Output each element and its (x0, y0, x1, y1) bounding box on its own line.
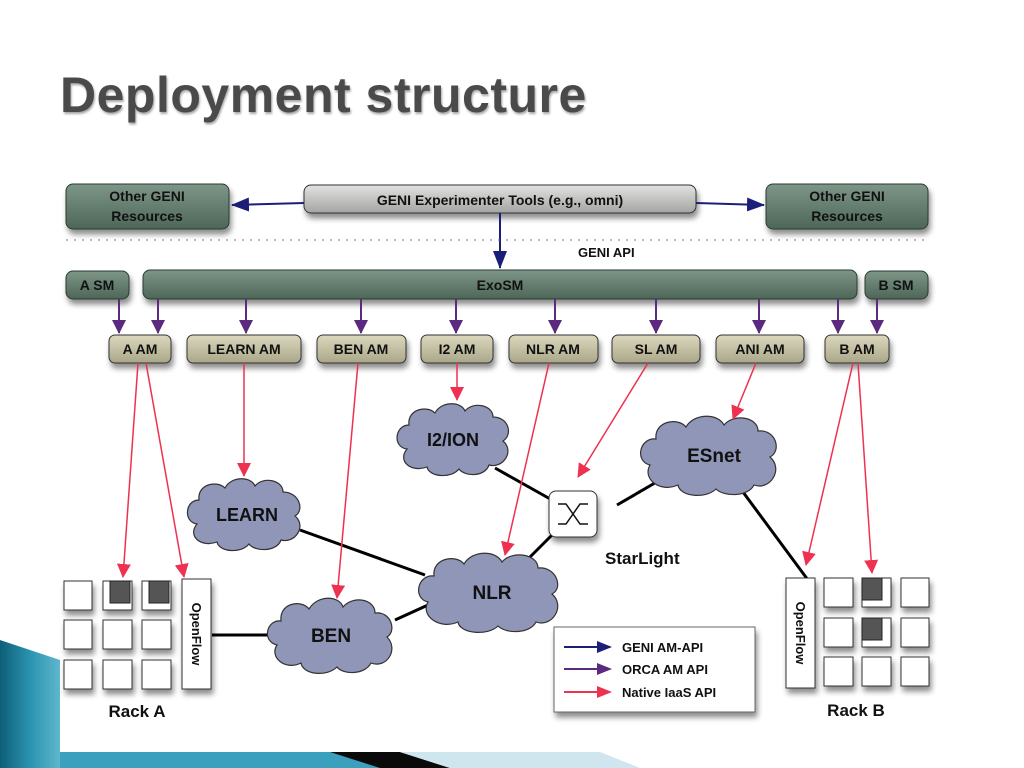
rack-node-occupied (109, 580, 131, 604)
cloud-label: I2/ION (427, 430, 479, 450)
openflow-switch-b[interactable] (785, 577, 816, 689)
orca-arrows (112, 299, 884, 334)
rack-node[interactable] (900, 656, 930, 687)
arrow-icon (597, 641, 612, 653)
am-label: SL AM (635, 341, 678, 357)
cloud-esnet[interactable]: ESnet (640, 415, 777, 496)
rack-node[interactable] (102, 659, 133, 690)
rack-a-label: Rack A (108, 702, 165, 721)
rack-node[interactable] (63, 580, 93, 611)
am-a[interactable]: A AM (108, 334, 172, 364)
am-learn[interactable]: LEARN AM (186, 334, 302, 364)
cloud-ben[interactable]: BEN (266, 597, 393, 674)
legend-label: Native IaaS API (622, 685, 716, 700)
slide-decoration (0, 640, 640, 768)
legend-label: ORCA AM API (622, 662, 708, 677)
cloud-learn[interactable]: LEARN (186, 478, 301, 552)
other-resources-right-line1: Other GENI (809, 188, 884, 204)
am-label: A AM (123, 341, 158, 357)
starlight-switch[interactable] (548, 490, 598, 538)
other-resources-right-line2: Resources (811, 208, 883, 224)
openflow-label-b: OpenFlow (793, 602, 808, 666)
arrow-tools-to-left-resources (231, 197, 305, 212)
rack-b: OpenFlow Rack B (785, 577, 930, 720)
am-b[interactable]: B AM (824, 334, 890, 364)
rack-node[interactable] (63, 619, 93, 650)
legend-item-geni-am-api: GENI AM-API (564, 640, 703, 655)
legend-item-orca-am-api: ORCA AM API (564, 662, 708, 677)
am-nlr[interactable]: NLR AM (508, 334, 599, 364)
tools-label: GENI Experimenter Tools (e.g., omni) (377, 192, 623, 208)
legend-item-native-iaas-api: Native IaaS API (564, 685, 716, 700)
rack-node[interactable] (900, 617, 930, 648)
legend-label: GENI AM-API (622, 640, 703, 655)
rack-node[interactable] (141, 659, 172, 690)
rack-b-nodes (785, 577, 930, 689)
rack-a-nodes (63, 578, 212, 690)
rack-node-occupied (861, 617, 883, 641)
am-label: I2 AM (439, 341, 476, 357)
am-label: B AM (839, 341, 874, 357)
cloud-label: BEN (311, 626, 351, 647)
am-i2[interactable]: I2 AM (420, 334, 494, 364)
cloud-label: ESnet (687, 446, 742, 467)
arrow-icon (597, 686, 612, 698)
am-sl[interactable]: SL AM (611, 334, 701, 364)
rack-node[interactable] (823, 656, 854, 687)
network-links (212, 466, 810, 637)
am-label: ANI AM (735, 341, 784, 357)
iaas-arrows (116, 362, 879, 599)
slide-title: Deployment structure (60, 67, 587, 123)
a-sm-label: A SM (80, 277, 114, 293)
other-geni-resources-right[interactable]: Other GENI Resources (765, 183, 929, 230)
am-label: BEN AM (334, 341, 389, 357)
rack-node[interactable] (141, 619, 172, 650)
rack-node[interactable] (102, 619, 133, 650)
legend: GENI AM-API ORCA AM API Native IaaS API (553, 626, 756, 713)
cloud-label: NLR (472, 583, 511, 604)
a-sm[interactable]: A SM (65, 270, 130, 300)
rack-b-label: Rack B (827, 701, 885, 720)
exo-sm[interactable]: ExoSM (142, 269, 858, 300)
cloud-label: LEARN (216, 505, 278, 525)
starlight-label: StarLight (605, 549, 680, 568)
arrow-tools-to-right-resources (695, 197, 765, 212)
am-label: NLR AM (526, 341, 580, 357)
other-resources-left-line2: Resources (111, 208, 183, 224)
exo-sm-label: ExoSM (477, 277, 524, 293)
b-sm-label: B SM (879, 277, 914, 293)
switch-icon (558, 503, 588, 525)
am-label: LEARN AM (207, 341, 280, 357)
am-ani[interactable]: ANI AM (715, 334, 805, 364)
rack-node[interactable] (63, 659, 93, 690)
rack-node[interactable] (900, 577, 930, 608)
cloud-nlr[interactable]: NLR (418, 552, 559, 633)
other-resources-left-line1: Other GENI (109, 188, 184, 204)
b-sm[interactable]: B SM (864, 270, 929, 300)
other-geni-resources-left[interactable]: Other GENI Resources (65, 183, 230, 230)
cloud-i2-ion[interactable]: I2/ION (396, 403, 510, 477)
rack-a: OpenFlow Rack A (63, 578, 212, 721)
rack-node-occupied (861, 577, 883, 601)
geni-experimenter-tools[interactable]: GENI Experimenter Tools (e.g., omni) (303, 184, 697, 214)
rack-node[interactable] (823, 577, 854, 608)
openflow-label-a: OpenFlow (189, 603, 204, 667)
arrow-icon (597, 663, 612, 675)
rack-node[interactable] (823, 617, 854, 648)
rack-node-occupied (148, 580, 170, 604)
am-ben[interactable]: BEN AM (316, 334, 407, 364)
geni-api-label: GENI API (578, 245, 635, 260)
rack-node[interactable] (861, 656, 892, 687)
openflow-switch-a[interactable] (181, 578, 212, 690)
